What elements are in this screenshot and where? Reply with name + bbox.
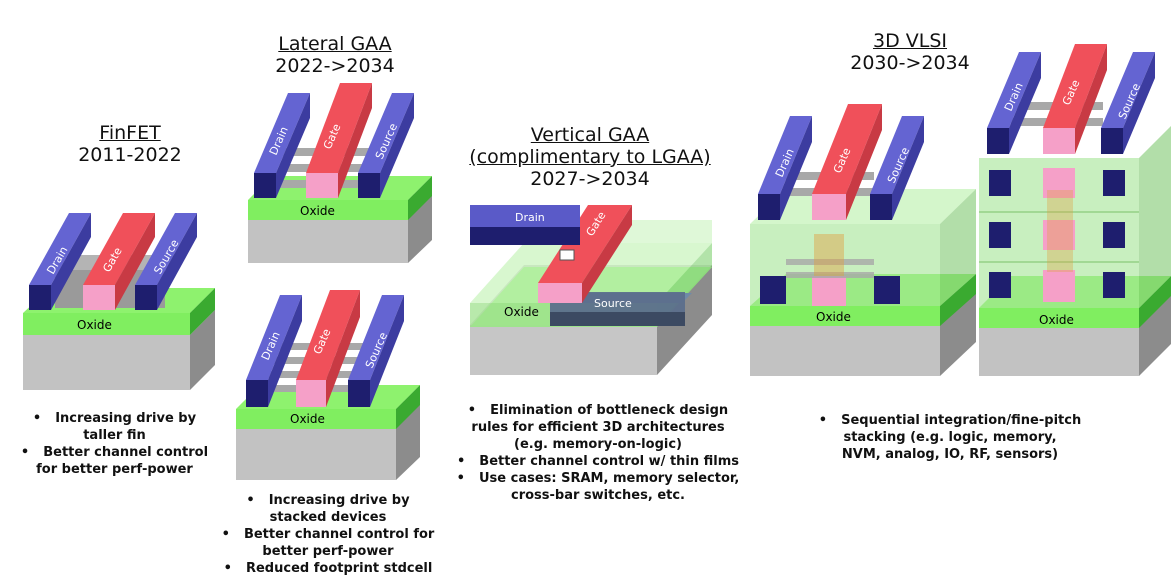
- lateral-bullet-2-line-1: Better channel control for: [208, 526, 448, 543]
- vlsi-left-oxide-label: Oxide: [816, 310, 851, 324]
- lateral-top-oxide-label: Oxide: [300, 204, 335, 218]
- finfet-bullet-1-line-1: Increasing drive by: [2, 410, 227, 427]
- finfet-bullet-2-line-1: Better channel control: [2, 444, 227, 461]
- vlsi-title-block: 3D VLSI 2030->2034: [825, 30, 995, 74]
- vertical-gaa-diagram: Oxide Source Gate Drain: [470, 205, 712, 375]
- finfet-bullet-1-line-2: taller fin: [83, 428, 146, 443]
- finfet-years: 2011-2022: [78, 144, 182, 166]
- vertical-title: Vertical GAA: [530, 124, 650, 146]
- finfet-diagram: Oxide Drain Gate Source: [23, 213, 215, 390]
- lateral-gaa-top-diagram: Oxide Drain Gate Source: [248, 83, 432, 263]
- lateral-bullet-3-line-1: Reduced footprint stdcell: [208, 560, 448, 577]
- vertical-title-block: Vertical GAA (complimentary to LGAA) 202…: [455, 124, 725, 190]
- vlsi-bullet-1-line-2: stacking (e.g. logic, memory,: [843, 430, 1057, 445]
- vertical-bullet-2-line-1: Better channel control w/ thin films: [448, 453, 748, 470]
- finfet-title-block: FinFET 2011-2022: [45, 122, 215, 166]
- vlsi-title: 3D VLSI: [872, 30, 947, 52]
- vertical-bullet-3-line-2: cross-bar switches, etc.: [510, 488, 685, 503]
- lateral-bullet-1-line-2: stacked devices: [269, 510, 387, 525]
- vlsi-right-oxide-label: Oxide: [1039, 313, 1074, 327]
- vertical-source-label: Source: [594, 297, 632, 310]
- vertical-bullet-1-line-3: (e.g. memory-on-logic): [514, 437, 682, 452]
- vertical-subtitle: (complimentary to LGAA): [469, 146, 711, 168]
- vertical-bullet-1-line-1: Elimination of bottleneck design: [448, 402, 748, 419]
- lateral-bullet-2-line-2: better perf-power: [262, 544, 394, 559]
- lateral-gaa-bottom-diagram: Oxide Drain Gate Source: [236, 290, 420, 480]
- vlsi-right-diagram: Oxide Drain Gate Source: [979, 44, 1171, 376]
- vertical-bullet-1-line-2: rules for efficient 3D architectures: [471, 420, 725, 435]
- lateral-title-block: Lateral GAA 2022->2034: [250, 33, 420, 77]
- finfet-bullets: Increasing drive by taller fin Better ch…: [2, 410, 227, 478]
- vertical-bullet-3-line-1: Use cases: SRAM, memory selector,: [448, 470, 748, 487]
- lateral-years: 2022->2034: [275, 55, 395, 77]
- lateral-title: Lateral GAA: [278, 33, 392, 55]
- vlsi-left-diagram: Oxide Drain Gate Source: [750, 104, 976, 376]
- vlsi-bullet-1-line-3: NVM, analog, IO, RF, sensors): [841, 447, 1059, 462]
- vertical-years: 2027->2034: [530, 168, 650, 190]
- finfet-oxide-label: Oxide: [77, 318, 112, 332]
- lateral-bullets: Increasing drive by stacked devices Bett…: [208, 492, 448, 577]
- vlsi-bullet-1-line-1: Sequential integration/fine-pitch: [815, 412, 1085, 429]
- vlsi-bullets: Sequential integration/fine-pitch stacki…: [815, 412, 1085, 463]
- finfet-title: FinFET: [99, 122, 161, 144]
- lateral-bullet-1-line-1: Increasing drive by: [208, 492, 448, 509]
- vertical-oxide-label: Oxide: [504, 305, 539, 319]
- vertical-bullets: Elimination of bottleneck design rules f…: [448, 402, 748, 504]
- finfet-bullet-2-line-2: for better perf-power: [36, 462, 193, 477]
- vertical-drain-label: Drain: [515, 211, 545, 224]
- vlsi-years: 2030->2034: [850, 52, 970, 74]
- lateral-bottom-oxide-label: Oxide: [290, 412, 325, 426]
